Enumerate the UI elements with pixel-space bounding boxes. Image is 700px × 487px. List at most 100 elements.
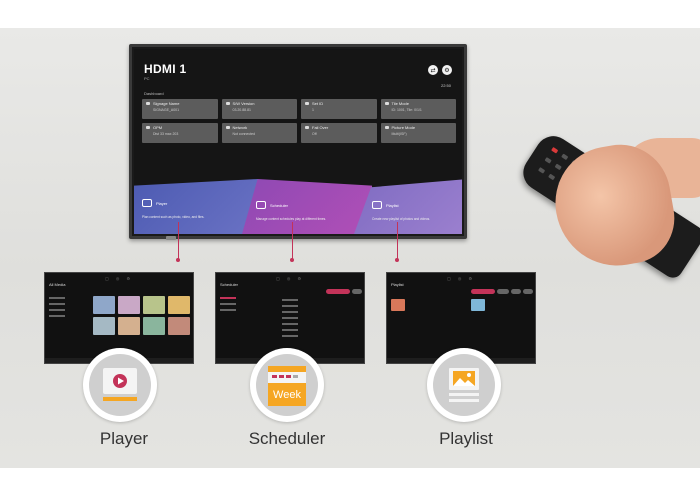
tile-value: 1 (312, 108, 314, 112)
screen-top-icons: ▢ ◎ ⚙ (446, 276, 476, 281)
add-schedule-button[interactable] (326, 289, 350, 294)
playlist-thumbnail[interactable] (471, 299, 485, 311)
week-text: Week (273, 389, 301, 401)
screen-top-icons: ▢ ◎ ⚙ (275, 276, 305, 281)
failover-icon (305, 126, 309, 129)
tile-name: S/W Version (232, 101, 255, 106)
screen-title: All Media (49, 282, 66, 287)
connector-line (178, 222, 179, 260)
remote-button (538, 167, 546, 174)
options-button[interactable] (352, 289, 362, 294)
home-dashboard-screen: HDMI 1 PC ⇄ ⚙ 22:50 Dashboard Signage Na… (134, 49, 462, 234)
power-button (551, 146, 559, 154)
tile-sw-version[interactable]: S/W Version 03.20.88.81 (221, 99, 297, 119)
connector-dot (176, 258, 180, 262)
calendar-icon (256, 201, 266, 209)
playlist-card[interactable]: Playlist Create new playlist of photos a… (354, 179, 462, 234)
media-thumbnail[interactable] (93, 317, 115, 335)
remote-button (548, 173, 556, 181)
schedule-list (220, 297, 236, 315)
card-description: Manage content schedules play at differe… (256, 217, 327, 221)
media-thumbnail[interactable] (143, 296, 165, 314)
remote-button (544, 157, 552, 164)
tile-value: Not connected (232, 132, 256, 136)
chip-icon (225, 102, 230, 105)
playlist-label: Playlist (439, 429, 493, 448)
tile-value: Off (312, 132, 317, 136)
scheduler-label: Scheduler (248, 429, 326, 448)
input-subtitle: PC (144, 76, 150, 81)
media-thumbnail[interactable] (118, 317, 140, 335)
top-icons: ⇄ ⚙ (428, 65, 452, 75)
new-playlist-button[interactable] (471, 289, 495, 294)
media-thumbnail[interactable] (168, 296, 190, 314)
playlist-feature-badge (427, 348, 501, 422)
settings-gear-icon[interactable]: ⚙ (442, 65, 452, 75)
scheduler-card[interactable]: Scheduler Manage content schedules play … (242, 179, 372, 234)
signage-display: HDMI 1 PC ⇄ ⚙ 22:50 Dashboard Signage Na… (129, 44, 467, 239)
calendar-week-icon: Week (256, 354, 318, 416)
tv-logo (166, 236, 176, 240)
playlist-thumbnail[interactable] (391, 299, 405, 311)
input-title: HDMI 1 (144, 62, 187, 76)
screen-title: Scheduler (220, 282, 239, 287)
media-thumbnail[interactable] (93, 296, 115, 314)
screen-title: Playlist (391, 282, 404, 287)
picture-list-icon (433, 354, 495, 416)
card-description: Create new playlist of photos and videos… (372, 217, 431, 221)
options-button[interactable] (523, 289, 533, 294)
connector-line (292, 222, 293, 260)
id-icon (305, 102, 309, 105)
card-description: Plan content such as photo, video, and f… (142, 215, 205, 219)
input-switch-icon[interactable]: ⇄ (428, 65, 438, 75)
card-name: Player (156, 201, 168, 206)
media-grid (93, 296, 190, 335)
player-card[interactable]: Player Plan content such as photo, video… (134, 179, 258, 234)
tile-value: SIGNAGE_A001 (153, 108, 180, 112)
network-icon (225, 126, 230, 129)
connector-dot (395, 258, 399, 262)
clock: 22:50 (440, 83, 451, 88)
card-name: Playlist (386, 203, 399, 208)
connector-dot (290, 258, 294, 262)
tile-opm[interactable]: OPM Dist 33 max 203 (142, 123, 218, 143)
tile-name: Network (232, 125, 248, 130)
tile-name: Signage Name (153, 101, 180, 106)
media-thumbnail[interactable] (168, 317, 190, 335)
tile-value: 03.20.88.81 (232, 108, 252, 112)
remote-button (554, 163, 562, 171)
scheduler-feature-badge: Week (250, 348, 324, 422)
screen-top-icons: ▢ ◎ ⚙ (104, 276, 134, 281)
edit-button[interactable] (497, 289, 509, 294)
picture-icon (384, 126, 389, 129)
play-icon (89, 354, 151, 416)
tile-value: Dist 33 max 203 (153, 132, 179, 136)
tile-value: Multi(ISF) (391, 132, 407, 136)
player-label: Player (99, 429, 149, 448)
power-icon (146, 126, 150, 129)
grid-icon (384, 102, 389, 105)
delete-button[interactable] (511, 289, 521, 294)
tile-name: Set ID (312, 101, 324, 106)
player-feature-badge (83, 348, 157, 422)
remote-button (561, 153, 569, 161)
playlist-icon (372, 201, 382, 209)
media-thumbnail[interactable] (143, 317, 165, 335)
tile-name: Fail Over (312, 125, 329, 130)
card-name: Scheduler (270, 203, 289, 208)
connector-line (397, 222, 398, 260)
tile-name: Tile Mode (391, 101, 409, 106)
time-list (282, 299, 298, 341)
dashboard-label: Dashboard (144, 91, 164, 96)
tile-set-id[interactable]: Set ID 1 (301, 99, 377, 119)
category-list (49, 297, 65, 321)
tile-name: OPM (153, 125, 163, 130)
media-thumbnail[interactable] (118, 296, 140, 314)
